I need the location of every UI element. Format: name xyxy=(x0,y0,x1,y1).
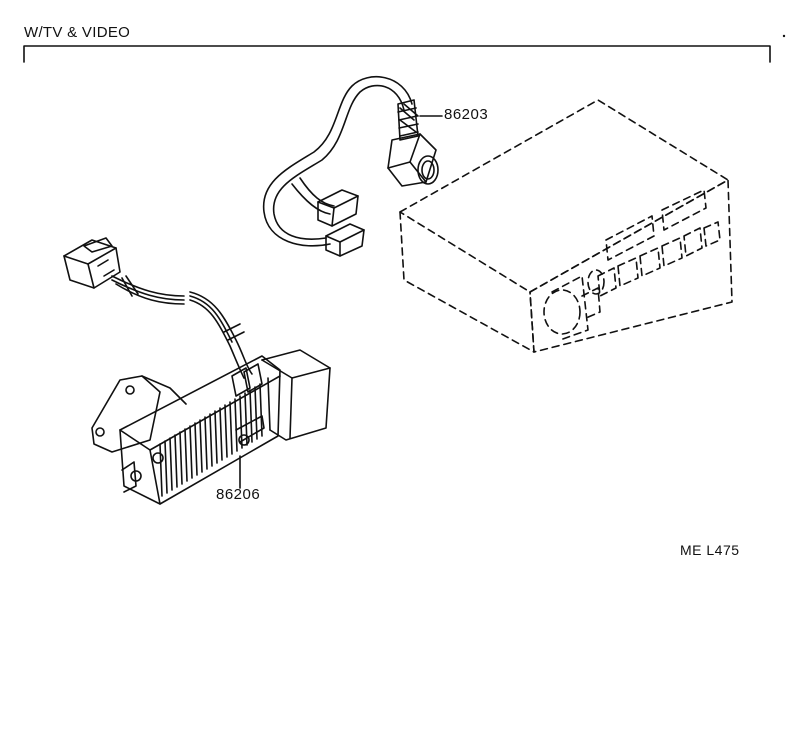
page-title: W/TV & VIDEO xyxy=(24,24,131,41)
reference-code: ME L475 xyxy=(680,542,740,558)
amplifier-86206 xyxy=(64,238,330,504)
header-bracket xyxy=(24,34,786,62)
cable-86203 xyxy=(264,77,442,256)
part-number-86206: 86206 xyxy=(216,486,261,503)
part-number-86203: 86203 xyxy=(444,106,489,123)
head-unit-outline xyxy=(400,100,732,352)
